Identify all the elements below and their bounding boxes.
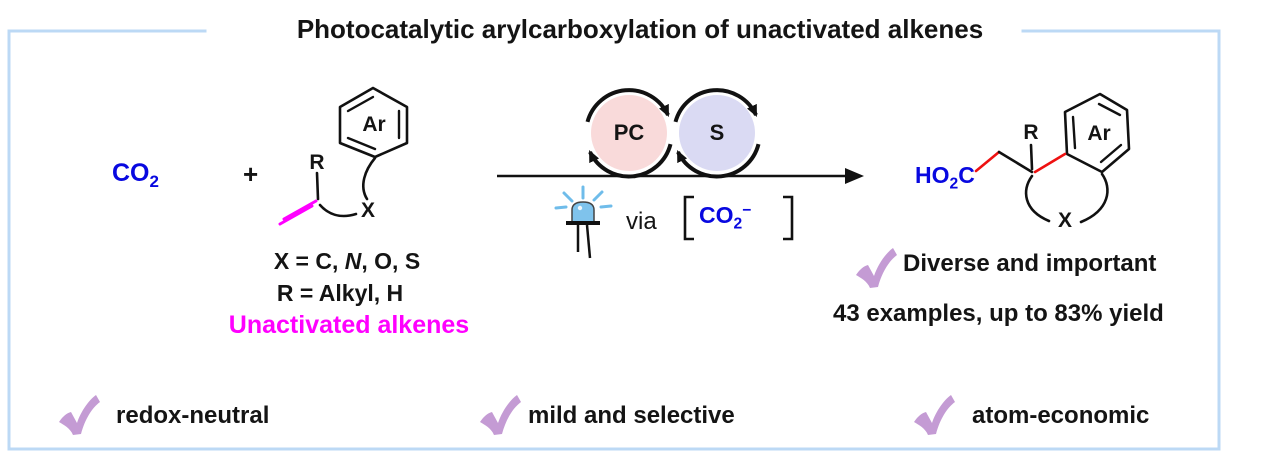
s-cycle-icon: [673, 88, 761, 179]
product-x-label: X: [1057, 209, 1073, 232]
feature-mild-selective: mild and selective: [528, 402, 735, 429]
led-dome: [571, 201, 595, 223]
via-label: via: [626, 208, 657, 235]
substrate-cycle-label: S: [709, 120, 725, 145]
reagent-structure: [278, 86, 409, 226]
ring-arc-left: [1024, 174, 1051, 223]
benefit-examples: 43 examples, up to 83% yield: [833, 300, 1164, 327]
product-ar-label: Ar: [1087, 122, 1111, 145]
radical-brackets: [683, 195, 794, 241]
unactivated-alkenes-label: Unactivated alkenes: [228, 311, 470, 339]
x-definition: X = C, N, O, S: [273, 248, 421, 274]
light-rays: [554, 185, 613, 210]
benzene-double-bonds: [346, 95, 401, 151]
reaction-arrow: [497, 168, 864, 184]
plus-sign: +: [243, 159, 259, 189]
check-icon: [856, 248, 897, 288]
alkene-double-bond: [278, 199, 318, 226]
benefit-diverse: Diverse and important: [903, 250, 1157, 277]
bond-r: [1029, 143, 1034, 171]
bond-ring-to-x: [362, 156, 377, 201]
ring-arc-right: [1079, 172, 1109, 224]
co2-radical-anion-label: CO2−: [699, 202, 752, 233]
check-icon: [914, 395, 955, 435]
check-icon: [59, 395, 100, 435]
led-leg: [585, 224, 592, 259]
r-definition: R = Alkyl, H: [276, 280, 404, 306]
new-bond-co2: [974, 150, 1001, 173]
arrowhead: [845, 168, 864, 184]
reagent-r-label: R: [309, 151, 325, 174]
product-r-label: R: [1023, 121, 1039, 144]
reagent-x-label: X: [360, 199, 376, 222]
bond-x-to-vinyl: [318, 203, 358, 218]
product-acid-label: HO2C: [915, 162, 975, 193]
led-lamp-icon: [554, 185, 613, 259]
feature-redox-neutral: redox-neutral: [116, 402, 270, 429]
co2-reagent-label: CO2: [112, 159, 159, 191]
scheme-title: Photocatalytic arylcarboxylation of unac…: [296, 14, 984, 44]
reagent-ar-label: Ar: [362, 113, 386, 136]
bond-ch2: [997, 150, 1034, 174]
product-structure: [974, 92, 1131, 224]
bond-r: [315, 171, 320, 201]
check-icon: [480, 395, 521, 435]
pc-cycle-icon: [585, 88, 673, 179]
photocatalyst-label: PC: [613, 120, 645, 145]
feature-atom-economic: atom-economic: [972, 402, 1150, 429]
benzene-double-bonds: [1071, 102, 1123, 164]
frame-border: [7, 29, 1221, 451]
new-bond-aryl: [1033, 152, 1067, 174]
